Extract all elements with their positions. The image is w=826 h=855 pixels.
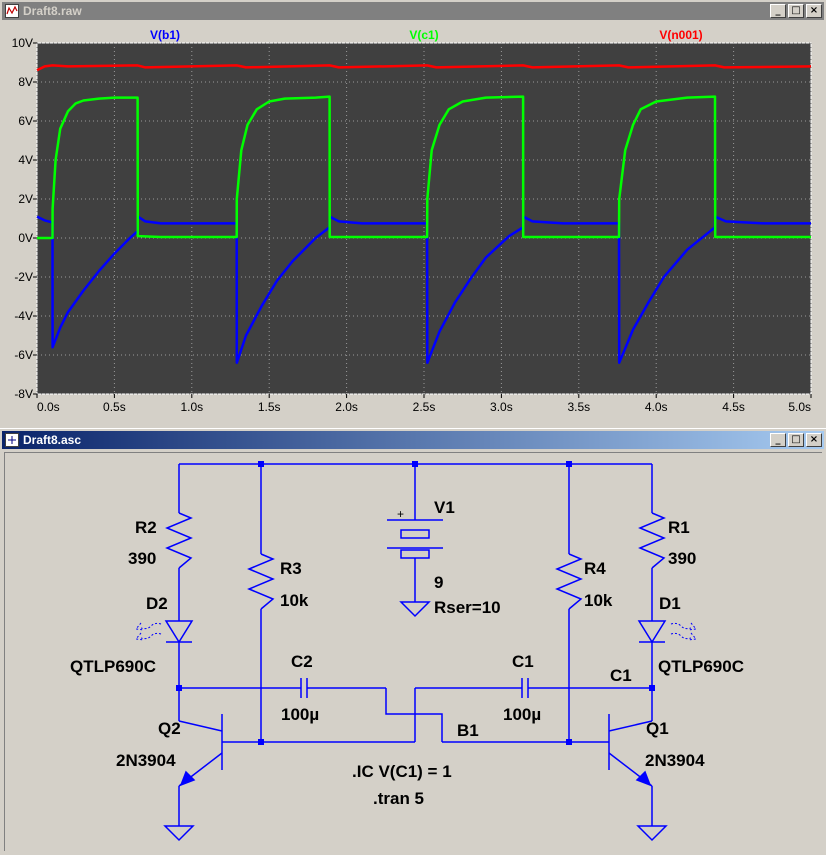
junction-dot <box>258 461 264 467</box>
junction-dot <box>176 685 182 691</box>
series-line-vc1[interactable] <box>35 95 811 240</box>
led-d2[interactable] <box>164 620 194 644</box>
schematic-canvas[interactable]: + <box>4 452 822 851</box>
v1-name-label: V1 <box>434 498 455 517</box>
junction-dot <box>649 685 655 691</box>
ground-q1-icon <box>636 825 668 842</box>
resistor-r1[interactable] <box>638 512 666 569</box>
d1-light-icon <box>670 622 697 641</box>
transistor-q2[interactable] <box>178 714 223 787</box>
r3-name-label: R3 <box>280 559 302 578</box>
schematic-app-icon <box>5 433 19 447</box>
x-tick-label: 5.0s <box>788 400 811 414</box>
junction-dot <box>412 461 418 467</box>
c1-value-label: 100µ <box>503 705 541 724</box>
v1-value-label: 9 <box>434 573 443 592</box>
net-label-b1: B1 <box>457 721 479 740</box>
c2-value-label: 100µ <box>281 705 319 724</box>
schematic-drawing[interactable]: + <box>5 453 821 850</box>
y-tick-label: 6V <box>18 114 33 128</box>
y-tick-label: -2V <box>14 270 33 284</box>
x-tick-label: 4.5s <box>722 400 745 414</box>
d2-name-label: D2 <box>146 594 168 613</box>
capacitor-c2[interactable] <box>300 678 308 698</box>
schematic-maximize-button[interactable]: □ <box>788 433 804 447</box>
legend-label[interactable]: V(c1) <box>409 28 438 42</box>
plot-minimize-button[interactable]: _ <box>770 4 786 18</box>
series-line-vb1[interactable] <box>36 215 811 365</box>
d2-model-label: QTLP690C <box>70 657 156 676</box>
d1-model-label: QTLP690C <box>658 657 744 676</box>
plot-window-title: Draft8.raw <box>23 4 82 18</box>
r1-name-label: R1 <box>668 518 690 537</box>
x-tick-label: 2.0s <box>335 400 358 414</box>
transistor-q1[interactable] <box>608 714 653 787</box>
y-tick-label: 4V <box>18 153 33 167</box>
q2-model-label: 2N3904 <box>116 751 176 770</box>
y-tick-label: 10V <box>12 36 33 50</box>
x-tick-label: 0.5s <box>103 400 126 414</box>
x-tick-label: 2.5s <box>413 400 436 414</box>
waveform-chart[interactable]: 10V 8V 6V 4V 2V 0V -2V -4V -6V -8V 0.0s 0.5s 1.0s 1.5… <box>4 22 822 420</box>
x-tick-label: 3.5s <box>567 400 590 414</box>
led-d1[interactable] <box>637 620 667 644</box>
r2-name-label: R2 <box>135 518 157 537</box>
y-tick-label: -8V <box>14 387 33 401</box>
y-tick-label: -4V <box>14 309 33 323</box>
r4-name-label: R4 <box>584 559 606 578</box>
ic-directive[interactable]: .IC V(C1) = 1 <box>352 762 452 781</box>
r2-value-label: 390 <box>128 549 156 568</box>
schematic-window-titlebar[interactable]: Draft8.asc _ □ × <box>2 431 824 449</box>
junction-dot <box>566 461 572 467</box>
legend-label[interactable]: V(n001) <box>659 28 702 42</box>
plot-close-button[interactable]: × <box>806 4 822 18</box>
capacitor-c1[interactable] <box>521 678 529 698</box>
schematic-window-title: Draft8.asc <box>23 433 82 447</box>
waveform-plot-panel[interactable]: 10V 8V 6V 4V 2V 0V -2V -4V -6V -8V 0.0s 0.5s 1.0s 1.5… <box>4 22 822 420</box>
d2-light-icon <box>135 622 162 641</box>
y-tick-label: 8V <box>18 75 33 89</box>
junction-dot <box>258 739 264 745</box>
v1-plus-sign: + <box>397 507 404 521</box>
plot-maximize-button[interactable]: □ <box>788 4 804 18</box>
x-tick-label: 0.0s <box>37 400 60 414</box>
junction-dot <box>566 739 572 745</box>
ground-v1-icon <box>399 601 431 618</box>
y-tick-label: -6V <box>14 348 33 362</box>
wire-c2-to-b1[interactable] <box>385 688 443 742</box>
tran-directive[interactable]: .tran 5 <box>373 789 424 808</box>
r4-value-label: 10k <box>584 591 613 610</box>
x-tick-label: 4.0s <box>645 400 668 414</box>
y-tick-label: 0V <box>18 231 33 245</box>
q2-name-label: Q2 <box>158 719 181 738</box>
plot-window: Draft8.raw _ □ × 10V 8V 6V 4V 2V 0V -2V -4V -6V -… <box>0 0 826 426</box>
net-label-c1: C1 <box>610 666 632 685</box>
plot-window-titlebar[interactable]: Draft8.raw _ □ × <box>2 2 824 20</box>
q1-name-label: Q1 <box>646 719 669 738</box>
y-tick-label: 2V <box>18 192 33 206</box>
q1-model-label: 2N3904 <box>645 751 705 770</box>
d1-name-label: D1 <box>659 594 681 613</box>
ground-q2-icon <box>163 825 195 842</box>
c1-name-label: C1 <box>512 652 534 671</box>
x-tick-label: 3.0s <box>490 400 513 414</box>
x-tick-label: 1.5s <box>258 400 281 414</box>
resistor-r2[interactable] <box>165 512 193 569</box>
waveform-app-icon <box>5 4 19 18</box>
resistor-r4[interactable] <box>555 553 583 610</box>
schematic-minimize-button[interactable]: _ <box>770 433 786 447</box>
v1-rser-label: Rser=10 <box>434 598 501 617</box>
c2-name-label: C2 <box>291 652 313 671</box>
series-line-vn001[interactable] <box>36 64 812 72</box>
r3-value-label: 10k <box>280 591 309 610</box>
schematic-close-button[interactable]: × <box>806 433 822 447</box>
resistor-r3[interactable] <box>247 553 275 610</box>
voltage-source-v1[interactable] <box>387 519 443 559</box>
r1-value-label: 390 <box>668 549 696 568</box>
x-tick-label: 1.0s <box>180 400 203 414</box>
legend-label[interactable]: V(b1) <box>150 28 180 42</box>
